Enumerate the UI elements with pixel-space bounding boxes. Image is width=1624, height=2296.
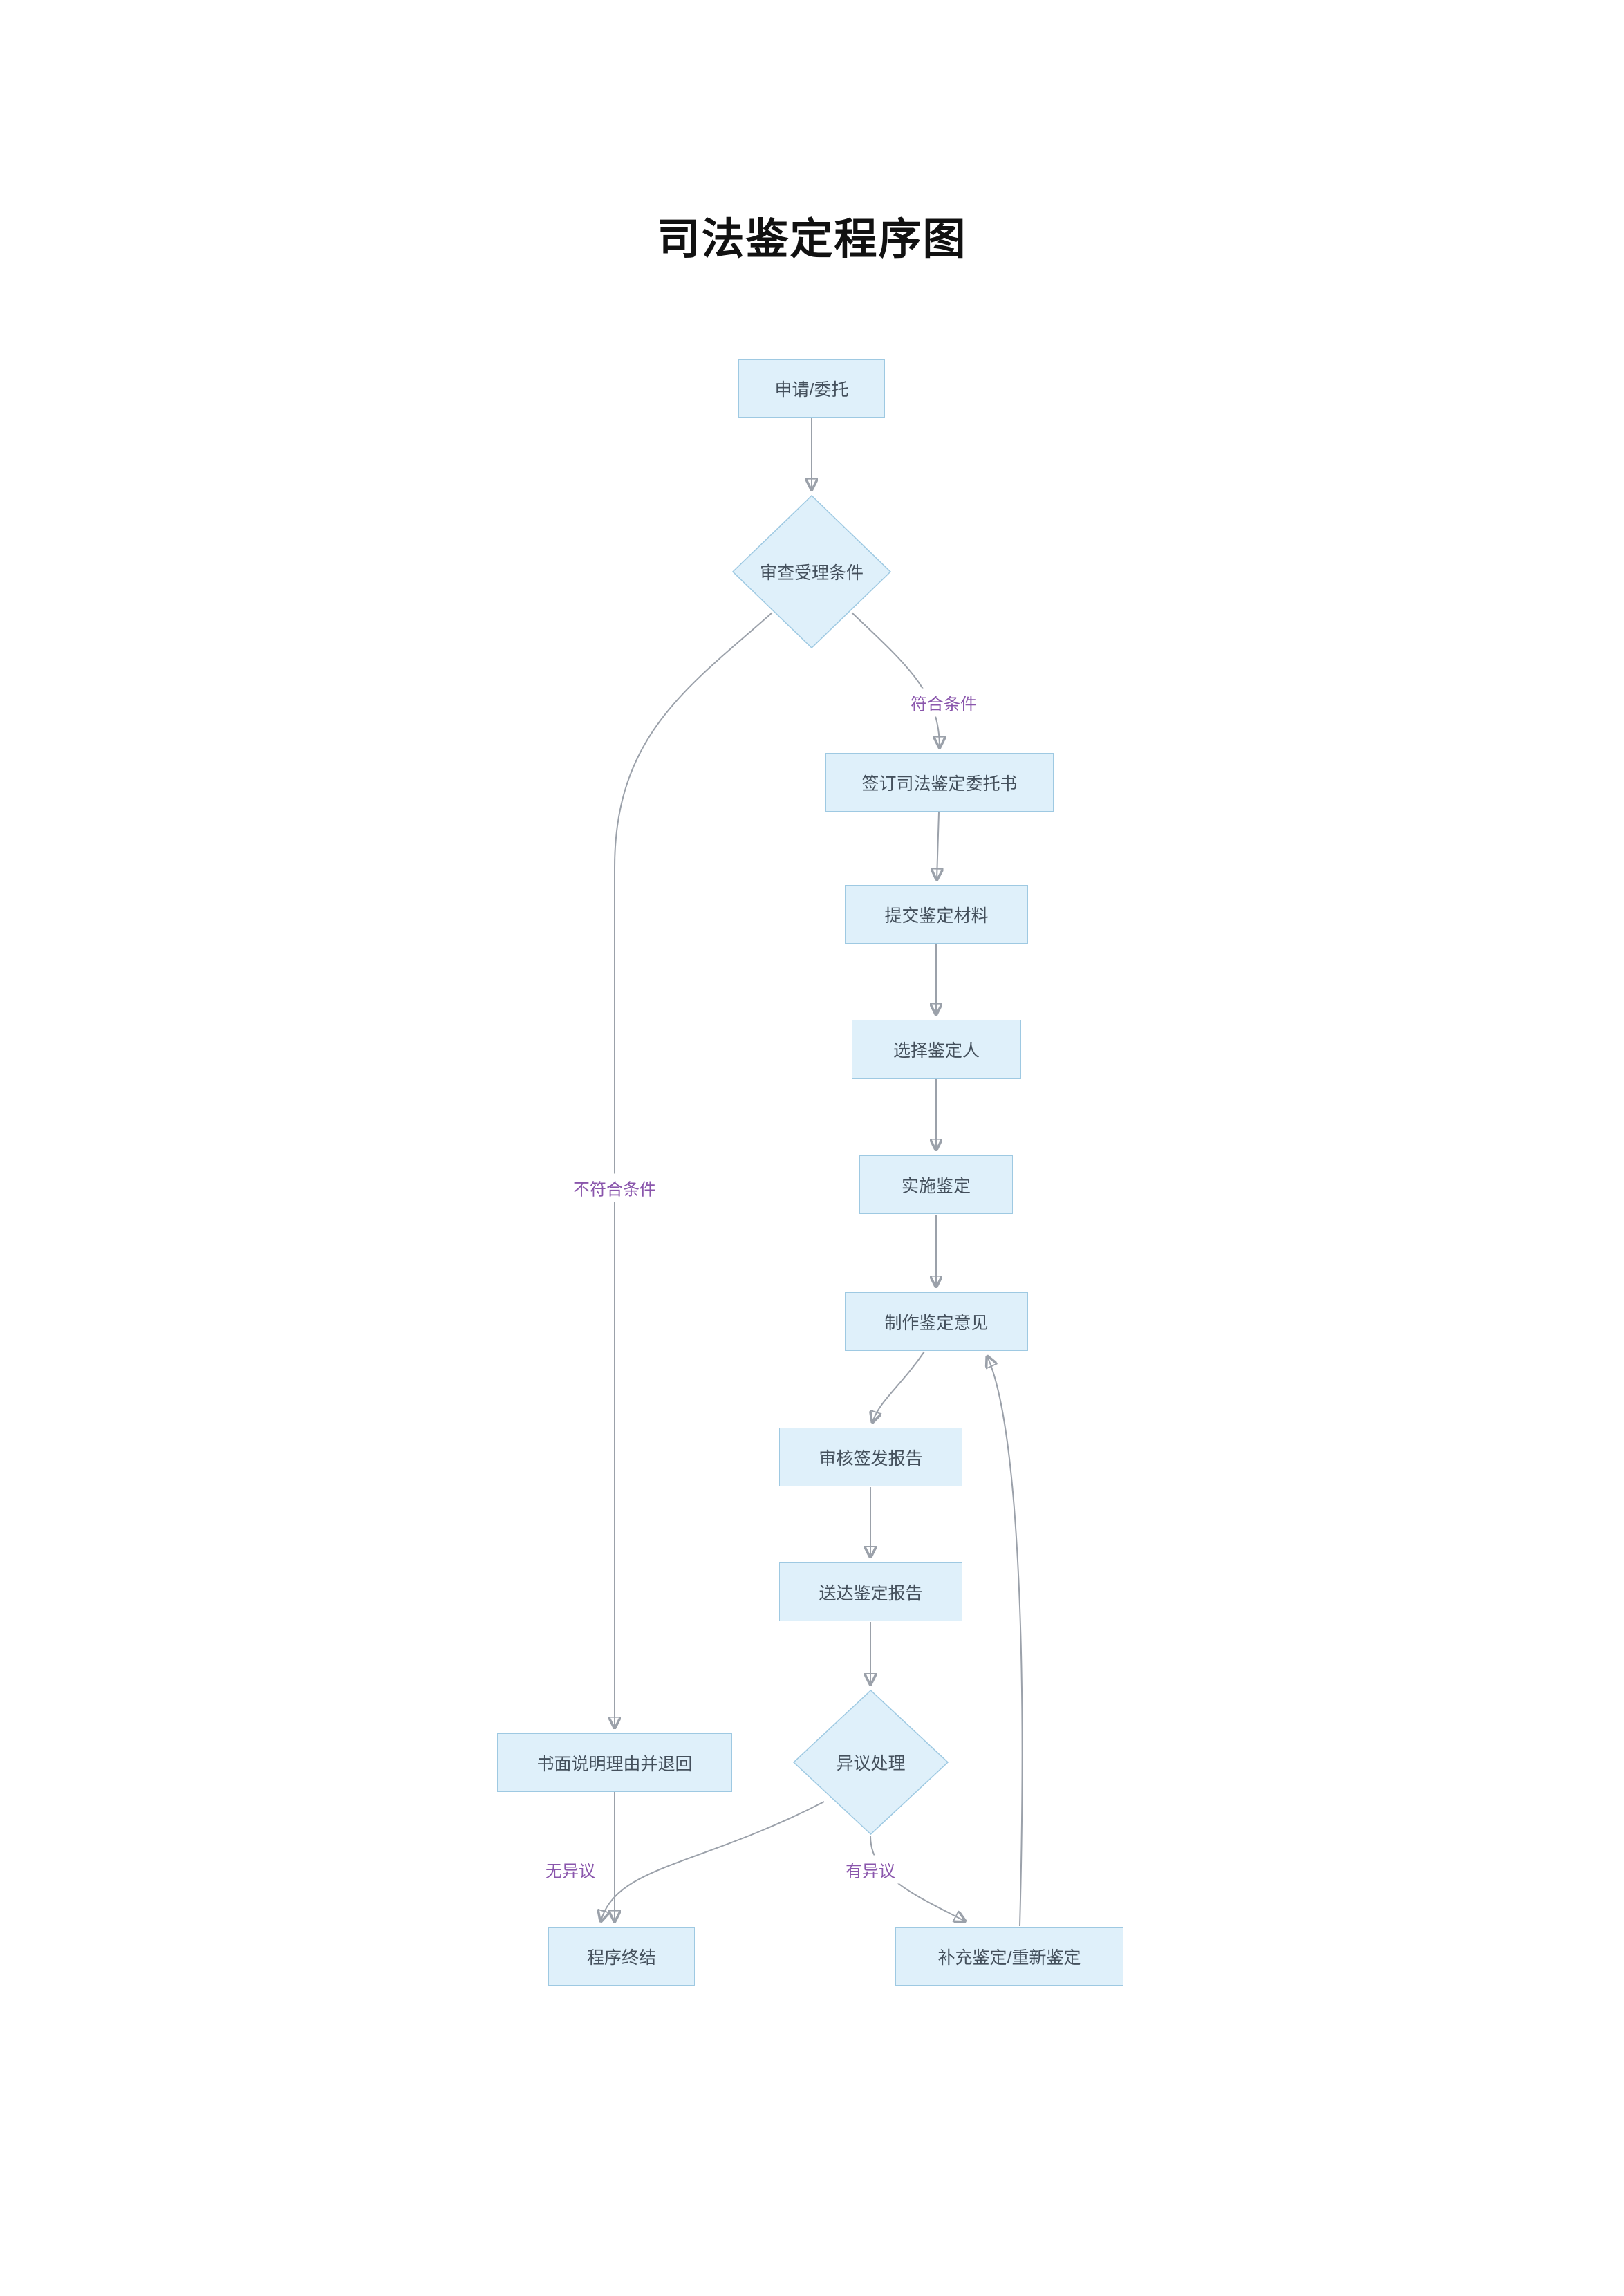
node-audit: 审核签发报告 bbox=[779, 1428, 962, 1486]
node-implement-label: 实施鉴定 bbox=[901, 1176, 971, 1196]
node-implement: 实施鉴定 bbox=[859, 1155, 1013, 1214]
node-sign: 签订司法鉴定委托书 bbox=[825, 753, 1054, 812]
edge-label-not-meets: 不符合条件 bbox=[568, 1173, 662, 1202]
edge-review-written bbox=[615, 612, 773, 1728]
node-end: 程序终结 bbox=[548, 1927, 695, 1986]
edge-reappraisal-opinion bbox=[987, 1356, 1023, 1927]
diamond-shape bbox=[793, 1690, 949, 1835]
node-written-label: 书面说明理由并退回 bbox=[536, 1754, 693, 1774]
node-opinion: 制作鉴定意见 bbox=[845, 1292, 1028, 1351]
node-objection: 异议处理 bbox=[793, 1690, 949, 1835]
node-objection-label: 异议处理 bbox=[836, 1754, 906, 1773]
node-end-label: 程序终结 bbox=[586, 1948, 656, 1968]
edge-sign-submit bbox=[937, 812, 939, 879]
node-opinion-label: 制作鉴定意见 bbox=[884, 1313, 989, 1333]
node-review: 审查受理条件 bbox=[732, 495, 891, 648]
node-audit-label: 审核签发报告 bbox=[819, 1448, 923, 1468]
edge-opinion-audit bbox=[872, 1351, 925, 1422]
edge-objection-end bbox=[601, 1801, 825, 1921]
node-reappraisal: 补充鉴定/重新鉴定 bbox=[895, 1927, 1123, 1986]
node-submit-label: 提交鉴定材料 bbox=[884, 906, 989, 926]
node-review-label: 审查受理条件 bbox=[759, 563, 864, 583]
edge-label-meets: 符合条件 bbox=[905, 688, 982, 717]
node-submit: 提交鉴定材料 bbox=[845, 885, 1028, 944]
diamond-shape bbox=[732, 495, 891, 648]
node-reappraisal-label: 补充鉴定/重新鉴定 bbox=[937, 1948, 1081, 1968]
edge-objection-reappraisal bbox=[870, 1836, 965, 1921]
node-apply-label: 申请/委托 bbox=[774, 380, 849, 400]
edge-label-has-objection: 有异议 bbox=[840, 1855, 901, 1884]
node-written: 书面说明理由并退回 bbox=[497, 1733, 732, 1792]
edge-review-sign bbox=[851, 612, 940, 747]
node-select-label: 选择鉴定人 bbox=[893, 1040, 980, 1061]
node-apply: 申请/委托 bbox=[738, 359, 885, 418]
node-deliver-label: 送达鉴定报告 bbox=[819, 1583, 923, 1603]
node-select: 选择鉴定人 bbox=[852, 1020, 1021, 1079]
node-deliver: 送达鉴定报告 bbox=[779, 1562, 962, 1621]
diagram-title: 司法鉴定程序图 bbox=[657, 216, 967, 263]
node-sign-label: 签订司法鉴定委托书 bbox=[861, 774, 1018, 794]
edge-label-no-objection: 无异议 bbox=[540, 1855, 601, 1884]
